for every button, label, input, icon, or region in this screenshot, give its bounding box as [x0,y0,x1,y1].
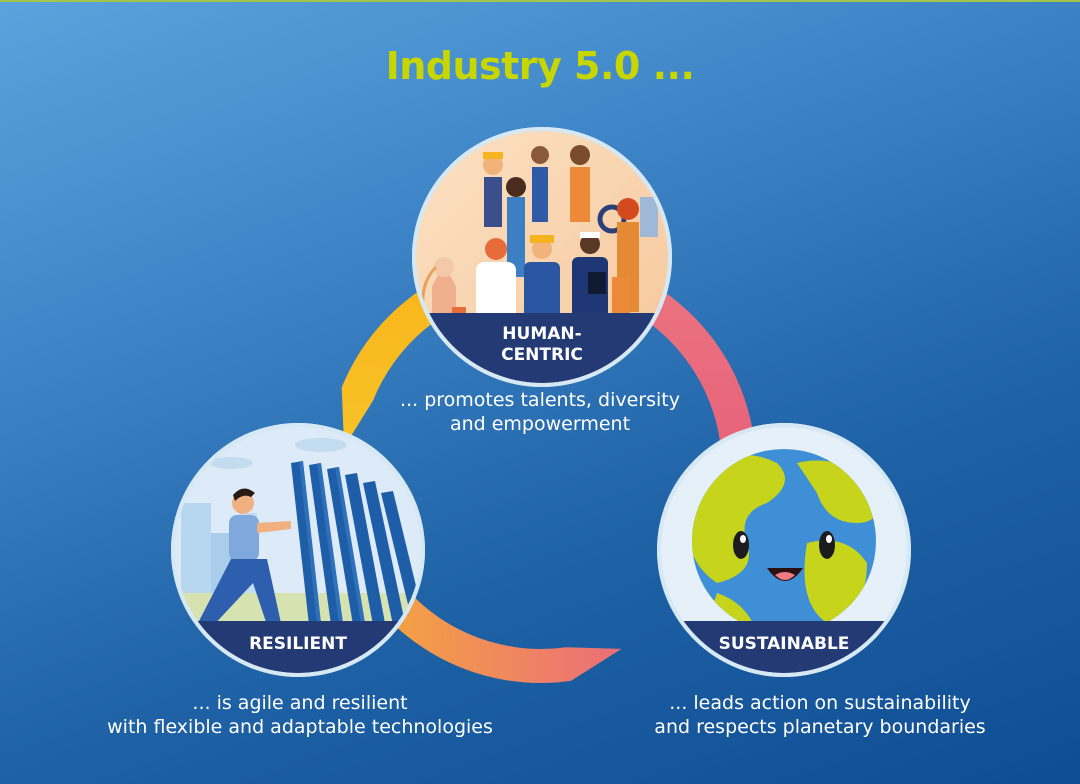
sustainable-bubble: SUSTAINABLE [657,423,911,677]
sustainable-desc-line2: and respects planetary boundaries [654,716,986,738]
ring-segment-right [578,273,756,542]
resilient-label: RESILIENT [249,634,347,654]
human-centric-desc-line2: and empowerment [449,413,631,435]
resilient-desc-line1: ... is agile and resilient [192,692,408,714]
human-centric-desc-line1: ... promotes talents, diversity [400,389,680,411]
person-holding-dominoes-icon [171,423,425,677]
resilient-description: ... is agile and resilient with flexible… [60,691,540,739]
resilient-bubble: RESILIENT [171,423,425,677]
sustainable-desc-line1: ... leads action on sustainability [669,692,971,714]
human-centric-bubble: HUMAN- CENTRIC [412,127,672,387]
diverse-workers-icon [412,127,672,387]
smiling-earth-icon [657,423,911,677]
sustainable-label: SUSTAINABLE [718,634,850,654]
resilient-desc-line2: with flexible and adaptable technologies [107,716,493,738]
human-centric-label-line1: HUMAN- [502,324,582,344]
human-centric-label-line2: CENTRIC [501,345,583,365]
top-accent-line [0,0,1080,2]
human-centric-description: ... promotes talents, diversity and empo… [340,388,740,436]
page-title: Industry 5.0 ... [385,44,695,88]
sustainable-description: ... leads action on sustainability and r… [600,691,1040,739]
ring-segment-bottom [358,563,622,683]
